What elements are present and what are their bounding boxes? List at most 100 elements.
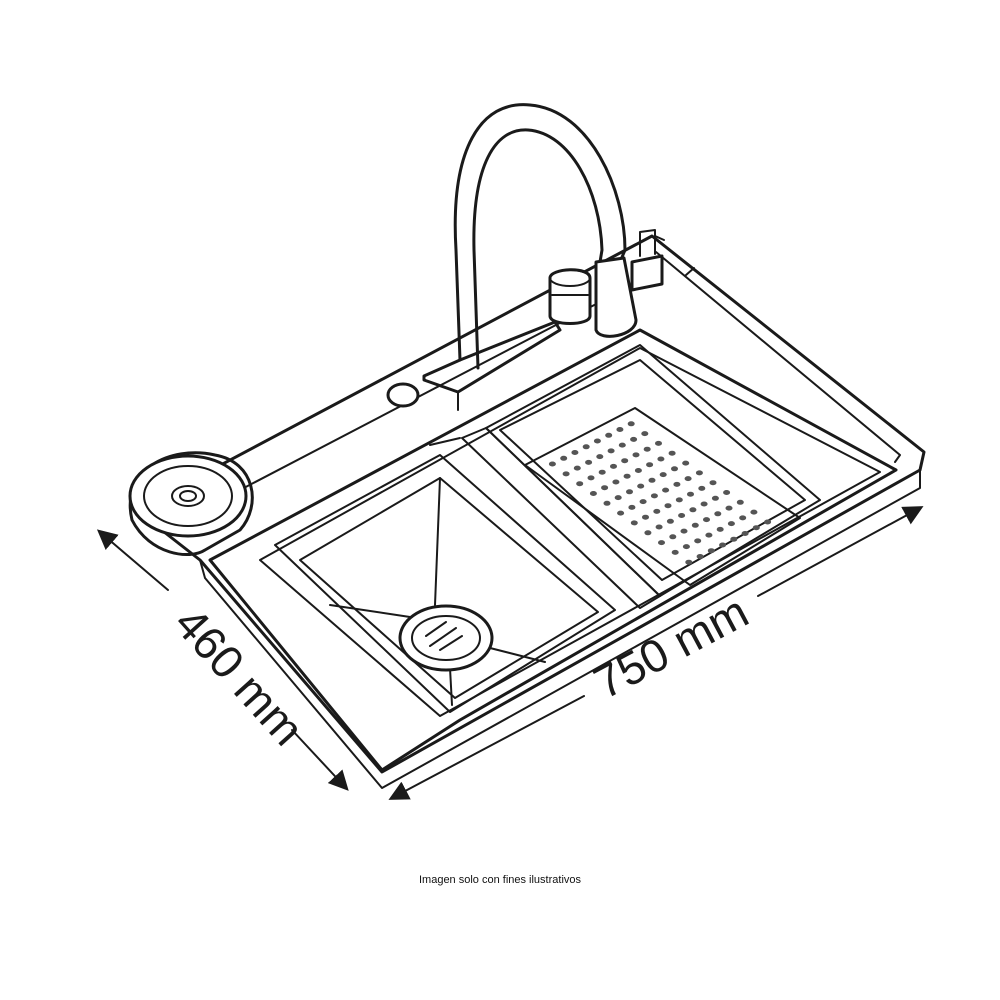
- colander-hole: [687, 491, 694, 497]
- colander-hole: [643, 446, 651, 452]
- colander-hole: [630, 520, 638, 526]
- colander-hole: [589, 491, 597, 496]
- colander-hole: [596, 454, 604, 460]
- colander-hole: [655, 524, 663, 530]
- soap-dispenser-icon: [630, 254, 664, 292]
- right-basin: [485, 344, 821, 597]
- tap-hole: [386, 382, 420, 408]
- colander-hole: [614, 495, 622, 501]
- depth-arrow-bottom: [291, 729, 349, 791]
- colander-hole: [716, 526, 724, 532]
- faucet-head: [594, 256, 638, 338]
- colander-hole: [657, 456, 665, 462]
- cup-rinser: [128, 451, 254, 557]
- colander-hole: [752, 525, 760, 531]
- colander-hole: [694, 538, 702, 544]
- colander-rack: [524, 407, 801, 586]
- colander-hole: [684, 476, 692, 482]
- colander-hole: [725, 505, 733, 511]
- colander-hole: [603, 500, 611, 506]
- colander-hole: [696, 554, 704, 559]
- colander-hole: [548, 461, 556, 467]
- colander-hole: [700, 501, 708, 507]
- colander-hole: [691, 522, 699, 528]
- colander-hole: [593, 438, 601, 444]
- sink-body: [134, 234, 926, 789]
- colander-hole: [689, 507, 697, 513]
- colander-hole: [682, 460, 690, 466]
- colander-hole: [662, 487, 670, 493]
- colander-hole: [642, 514, 649, 520]
- colander-hole: [671, 466, 678, 472]
- colander-hole: [723, 490, 731, 495]
- colander-hole: [750, 509, 758, 515]
- colander-hole: [630, 436, 638, 442]
- colander-hole: [695, 470, 703, 476]
- colander-hole: [668, 450, 676, 456]
- colander-hole: [655, 440, 662, 446]
- control-knob: [548, 268, 592, 325]
- colander-hole: [698, 485, 706, 491]
- colander-hole: [678, 513, 686, 518]
- colander-hole: [585, 459, 593, 465]
- colander-hole: [639, 499, 647, 505]
- colander-hole: [653, 508, 661, 514]
- colander-hole: [727, 521, 735, 527]
- colander-hole: [669, 534, 677, 540]
- colander-hole: [711, 495, 719, 501]
- colander-hole: [627, 421, 635, 427]
- soap-dispenser: [630, 229, 665, 292]
- knob-icon: [548, 268, 592, 325]
- colander-hole: [582, 444, 590, 450]
- colander-hole: [673, 481, 681, 487]
- colander-hole: [616, 427, 624, 432]
- colander-hole: [730, 536, 738, 542]
- width-arrow-left: [388, 695, 585, 800]
- faucet: [422, 103, 638, 411]
- colander-hole: [644, 530, 652, 536]
- depth-dimension: 460 mm: [96, 529, 349, 791]
- colander-hole: [562, 471, 570, 477]
- colander-hole: [598, 469, 606, 475]
- colander-hole: [632, 452, 640, 458]
- colander-hole: [587, 475, 595, 481]
- depth-arrow-top: [96, 529, 169, 591]
- colander-hole: [571, 450, 579, 455]
- colander-hole: [741, 531, 749, 536]
- colander-hole: [658, 540, 665, 546]
- colander-hole: [617, 510, 625, 516]
- colander-hole: [709, 480, 717, 486]
- depth-label: 460 mm: [165, 597, 315, 755]
- colander-hole: [705, 532, 713, 538]
- colander-hole: [637, 483, 645, 489]
- colander-hole: [666, 518, 674, 524]
- colander-hole: [607, 448, 615, 454]
- colander-hole: [659, 472, 667, 478]
- colander-hole: [764, 519, 772, 525]
- colander-hole: [641, 431, 649, 437]
- colander-hole: [707, 548, 715, 554]
- colander-holes: [548, 421, 772, 565]
- colander-hole: [739, 515, 747, 521]
- colander-hole: [560, 455, 568, 461]
- illustrative-caption: Imagen solo con fines ilustrativos: [418, 874, 582, 886]
- basin-rim: [208, 328, 898, 772]
- colander-hole: [736, 499, 744, 505]
- tap-hole-icon: [386, 382, 420, 408]
- colander-hole: [612, 479, 620, 485]
- width-arrow-right: [757, 506, 924, 597]
- colander-hole: [576, 481, 584, 487]
- colander-hole: [680, 528, 688, 534]
- colander-hole: [573, 465, 581, 471]
- colander-hole: [621, 458, 629, 464]
- colander-hole: [634, 468, 642, 473]
- colander-hole: [618, 442, 626, 448]
- colander-hole: [623, 473, 631, 479]
- left-basin: [274, 454, 616, 713]
- colander-hole: [626, 489, 633, 495]
- colander-hole: [671, 549, 679, 555]
- colander-hole: [601, 485, 609, 491]
- colander-hole: [685, 559, 693, 565]
- colander-hole: [610, 463, 617, 469]
